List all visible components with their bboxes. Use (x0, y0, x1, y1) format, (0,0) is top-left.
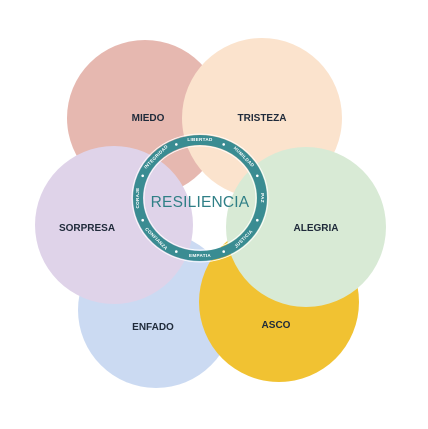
ring-dot (255, 218, 259, 222)
ring-dot (222, 250, 225, 253)
ring-dot (141, 174, 144, 178)
circle-sorpresa (35, 146, 193, 304)
ring-word-paz: PAZ (260, 193, 265, 203)
ring-inner-edge (143, 145, 257, 251)
ring-dot (222, 143, 225, 146)
ring-dot (175, 143, 178, 146)
ring-word-coraje: CORAJE (135, 188, 140, 209)
label-tristeza: TRISTEZA (238, 113, 287, 124)
ring-word-empatia: EMPATIA (189, 253, 211, 258)
ring-dot (141, 218, 144, 222)
label-miedo: MIEDO (132, 113, 165, 124)
ring-dot (175, 250, 178, 253)
label-asco: ASCO (262, 320, 291, 331)
ring-outer-edge (131, 133, 269, 263)
label-sorpresa: SORPRESA (59, 223, 115, 234)
label-alegria: ALEGRIA (294, 223, 339, 234)
ring-band (133, 135, 267, 261)
ring-word-libertad: LIBERTAD (187, 137, 213, 142)
ring-separator-dots (141, 143, 259, 253)
ring-dot (255, 174, 259, 178)
label-enfado: ENFADO (132, 322, 174, 333)
center-title: RESILIENCIA (151, 194, 250, 211)
